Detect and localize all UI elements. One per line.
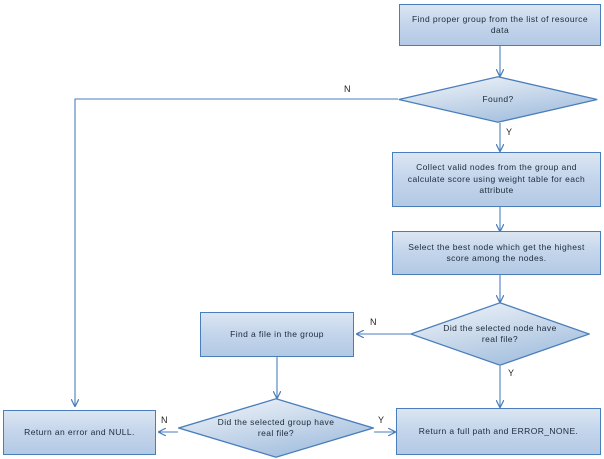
decision-found-shape bbox=[398, 76, 598, 123]
decision-node-has-file-label: Did the selected node have real file? bbox=[443, 322, 557, 345]
decision-found: Found? bbox=[398, 76, 598, 123]
process-find-group: Find proper group from the list of resou… bbox=[399, 4, 601, 46]
process-return-error-label: Return an error and NULL. bbox=[24, 426, 135, 437]
process-return-error: Return an error and NULL. bbox=[3, 410, 156, 455]
process-find-group-label: Find proper group from the list of resou… bbox=[412, 13, 588, 36]
process-select-best: Select the best node which get the highe… bbox=[392, 231, 601, 275]
decision-node-has-file: Did the selected node have real file? bbox=[410, 302, 590, 366]
process-find-file: Find a file in the group bbox=[200, 312, 354, 357]
decision-group-has-file-shape bbox=[178, 398, 374, 458]
decision-found-label: Found? bbox=[482, 93, 514, 104]
process-find-file-label: Find a file in the group bbox=[230, 328, 324, 339]
edge-label-group-no: N bbox=[161, 415, 168, 425]
process-return-success-label: Return a full path and ERROR_NONE. bbox=[418, 425, 579, 436]
edge-label-found-no: N bbox=[344, 84, 351, 94]
decision-node-has-file-shape bbox=[410, 302, 590, 366]
decision-group-has-file: Did the selected group have real file? bbox=[178, 398, 374, 458]
process-collect-nodes: Collect valid nodes from the group and c… bbox=[392, 152, 601, 207]
edge-label-node-yes: Y bbox=[508, 368, 515, 378]
decision-group-has-file-label: Did the selected group have real file? bbox=[217, 416, 335, 439]
edge-label-found-yes: Y bbox=[506, 127, 513, 137]
edge-label-group-yes: Y bbox=[378, 415, 385, 425]
edge-label-node-no: N bbox=[370, 317, 377, 327]
process-select-best-label: Select the best node which get the highe… bbox=[408, 241, 585, 264]
process-collect-nodes-label: Collect valid nodes from the group and c… bbox=[407, 162, 586, 196]
process-return-success: Return a full path and ERROR_NONE. bbox=[396, 408, 601, 455]
edge-found-no bbox=[75, 98, 398, 406]
